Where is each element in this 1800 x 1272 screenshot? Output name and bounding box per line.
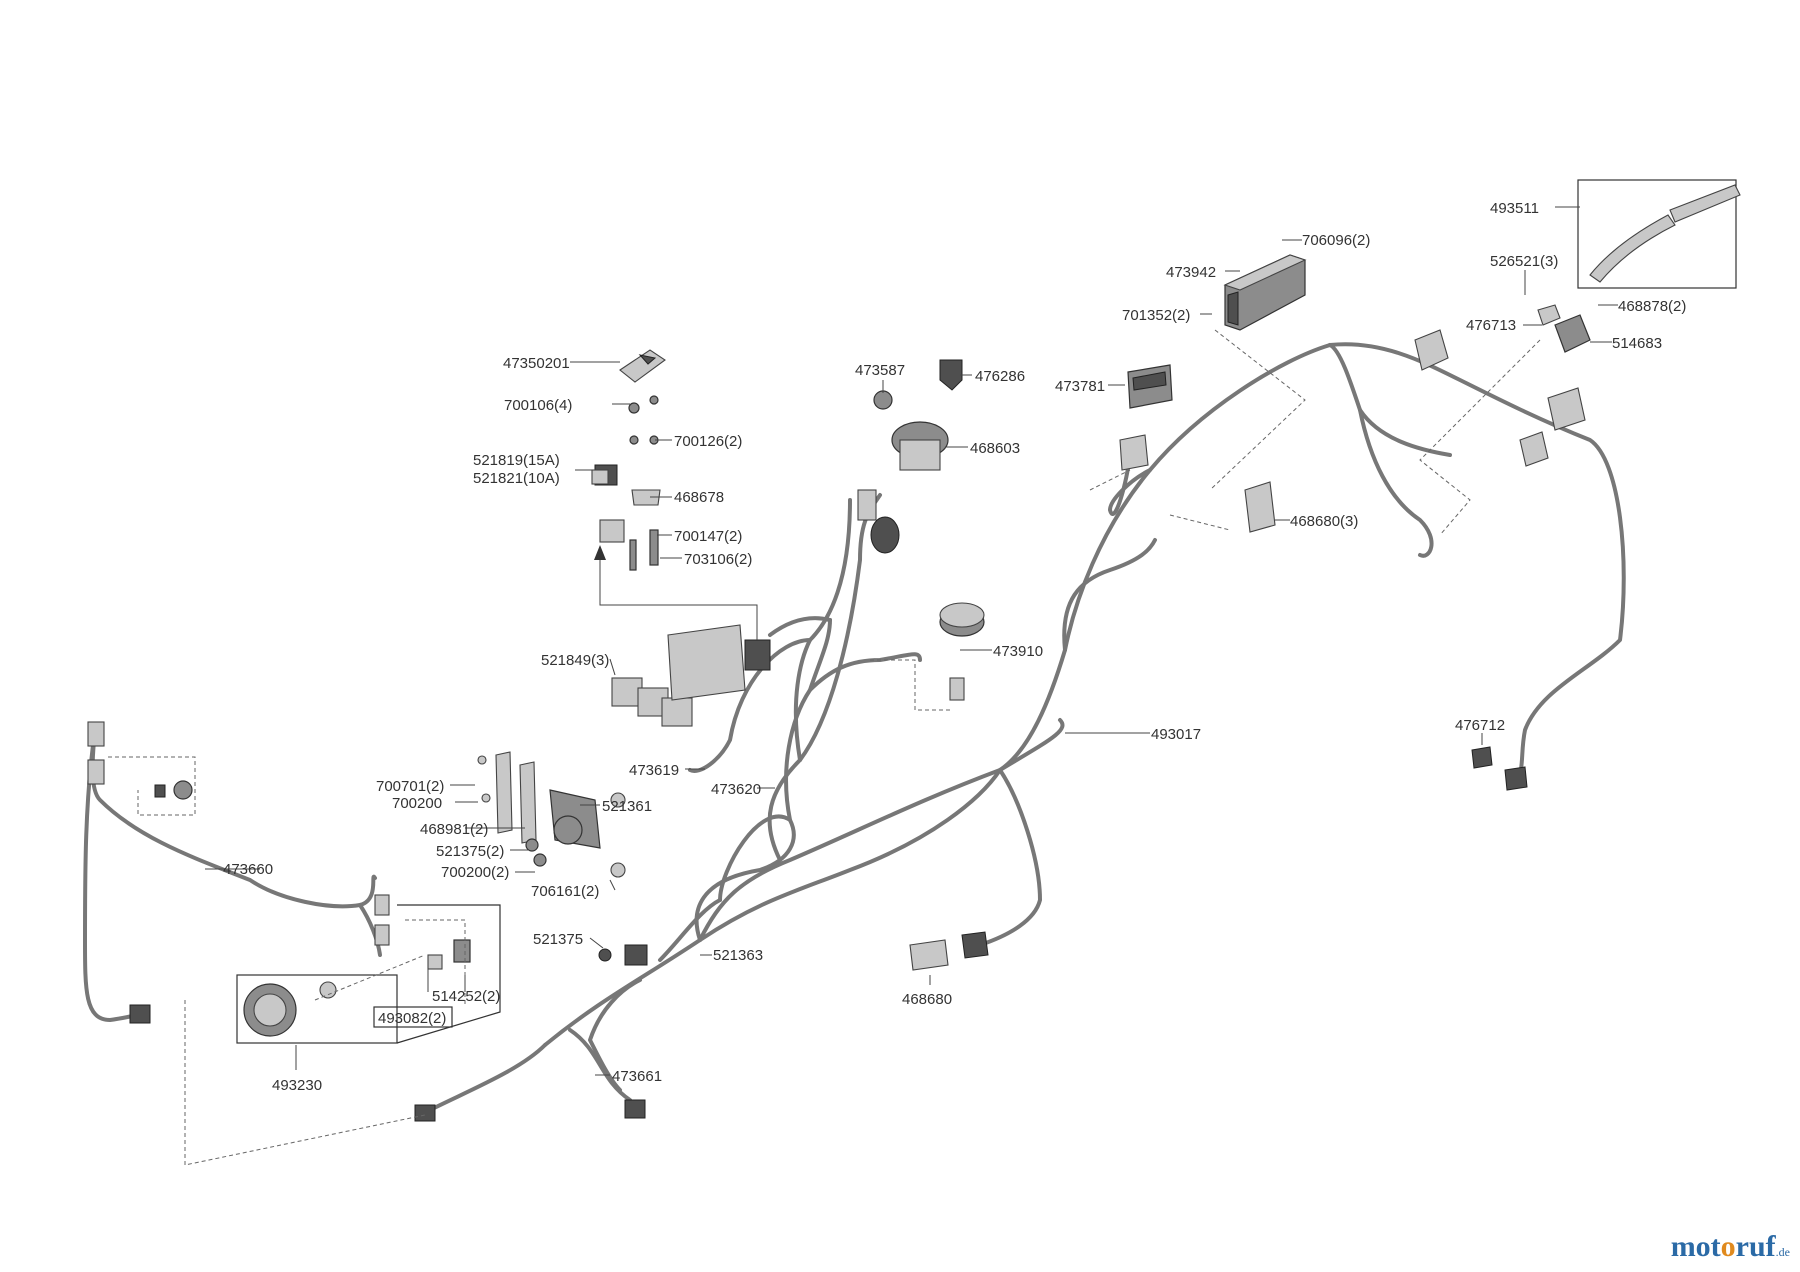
label-521363: 521363: [713, 947, 763, 964]
label-706096: 706096(2): [1302, 232, 1370, 249]
label-473660: 473660: [223, 861, 273, 878]
connector-mid-right: [1519, 431, 1549, 467]
label-700126: 700126(2): [674, 433, 742, 450]
label-493082: 493082(2): [378, 1010, 446, 1027]
label-700106: 700106(4): [504, 397, 572, 414]
label-493017: 493017: [1151, 726, 1201, 743]
label-473620: 473620: [711, 781, 761, 798]
watermark-part-1: mot: [1670, 1230, 1721, 1263]
label-476712: 476712: [1455, 717, 1505, 734]
label-706161: 706161(2): [531, 883, 599, 900]
label-514683: 514683: [1612, 335, 1662, 352]
label-521375b: 521375: [533, 931, 583, 948]
part-473587: [857, 390, 893, 521]
label-700200b: 700200(2): [441, 864, 509, 881]
watermark-tld: .de: [1775, 1245, 1790, 1259]
label-468878: 468878(2): [1618, 298, 1686, 315]
label-473661: 473661: [612, 1068, 662, 1085]
main-harness-493017: [543, 342, 1626, 1047]
part-514683: [1537, 304, 1591, 353]
connector-top-right-1: [1414, 329, 1449, 371]
label-521819: 521819(15A): [473, 452, 560, 469]
label-468680-3: 468680(3): [1290, 513, 1358, 530]
part-468680-3: [1244, 481, 1276, 533]
part-468680: [909, 931, 989, 971]
part-labels: 493511 706096(2) 473942 526521(3) 701352…: [223, 200, 1686, 1094]
label-700701: 700701(2): [376, 778, 444, 795]
label-493230: 493230: [272, 1077, 322, 1094]
fuse-stack: [591, 395, 661, 571]
lamp-bracket-box: [396, 904, 501, 1044]
label-473619: 473619: [629, 762, 679, 779]
label-476713: 476713: [1466, 317, 1516, 334]
reference-lines: [108, 329, 1541, 1166]
watermark-logo: motoruf.de: [1671, 1230, 1790, 1264]
label-521375a: 521375(2): [436, 843, 504, 860]
label-493511: 493511: [1490, 200, 1539, 217]
label-473781: 473781: [1055, 378, 1105, 395]
label-468981: 468981(2): [420, 821, 488, 838]
label-700200a: 700200: [392, 795, 442, 812]
label-box-493082: [373, 1006, 453, 1028]
label-473910: 473910: [993, 643, 1043, 660]
part-473910: [939, 602, 985, 701]
part-493230: [236, 974, 398, 1044]
connector-top-right-2: [1547, 387, 1586, 431]
assembly-arrow: [594, 545, 758, 640]
part-476712: [1471, 746, 1528, 791]
part-468603: [870, 421, 949, 554]
label-47350201: 47350201: [503, 355, 570, 372]
label-526521: 526521(3): [1490, 253, 1558, 270]
watermark-part-2: o: [1720, 1230, 1736, 1263]
harness-473660: [83, 728, 382, 1022]
label-521361: 521361: [602, 798, 652, 815]
label-514252: 514252(2): [432, 988, 500, 1005]
label-473942: 473942: [1166, 264, 1216, 281]
part-473942: [1223, 254, 1307, 331]
label-521821: 521821(10A): [473, 470, 560, 487]
part-473781: [1119, 364, 1173, 471]
label-700147: 700147(2): [674, 528, 742, 545]
label-703106: 703106(2): [684, 551, 752, 568]
part-47350201: [619, 349, 666, 383]
leader-lines: [205, 206, 1618, 1076]
watermark-part-3: ruf: [1735, 1230, 1776, 1263]
label-701352: 701352(2): [1122, 307, 1190, 324]
left-connectors: [87, 721, 648, 1122]
part-493511: [1577, 179, 1741, 289]
label-468680: 468680: [902, 991, 952, 1008]
part-476286: [939, 359, 963, 391]
label-521849: 521849(3): [541, 652, 609, 669]
label-473587: 473587: [855, 362, 905, 379]
label-468678: 468678: [674, 489, 724, 506]
label-476286: 476286: [975, 368, 1025, 385]
label-468603: 468603: [970, 440, 1020, 457]
part-521849-relays: [611, 624, 771, 727]
